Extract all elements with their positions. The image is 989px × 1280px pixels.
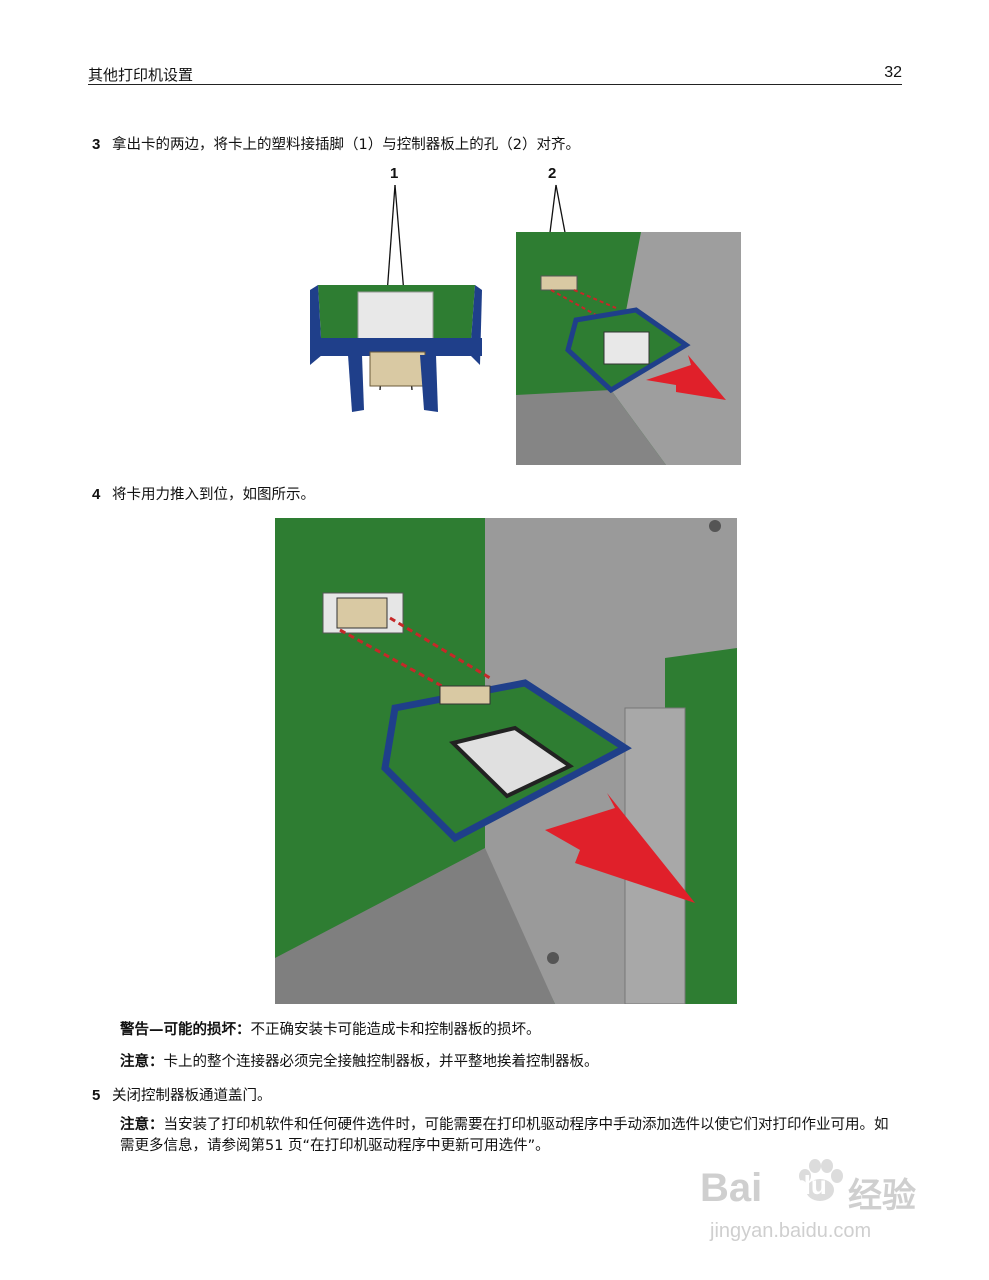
card-connector [439, 685, 491, 705]
step-text: 将卡用力推入到位，如图所示。 [112, 487, 315, 503]
note-text: 当安装了打印机软件和任何硬件选件时，可能需要在打印机驱动程序中手动添加选件以使它… [120, 1117, 889, 1154]
card-pin-right [420, 355, 438, 412]
step-text: 关闭控制器板通道盖门。 [112, 1088, 272, 1104]
step-number: 4 [92, 486, 101, 503]
warning-label: 警告—可能的损坏： [120, 1022, 251, 1038]
printer-frame-floor [275, 848, 555, 1004]
board-connector [336, 597, 388, 629]
card-insertion-illustration [275, 518, 737, 1004]
frame-hole [547, 952, 559, 964]
step-5: 5 关闭控制器板通道盖门。 [92, 1084, 272, 1105]
alignment-line [339, 628, 461, 698]
step-number: 3 [92, 136, 101, 153]
warning-note: 警告—可能的损坏：不正确安装卡可能造成卡和控制器板的损坏。 [120, 1020, 900, 1041]
baidu-watermark: Bai du 经验 jingyan.baidu.com [700, 1158, 940, 1258]
card-bracket-bottom [310, 338, 482, 356]
printer-frame-floor [516, 390, 666, 465]
alignment-line [550, 289, 597, 316]
note-label: 注意： [120, 1117, 164, 1133]
note-label: 注意： [120, 1054, 164, 1070]
step-text: 拿出卡的两边，将卡上的塑料接插脚（1）与控制器板上的孔（2）对齐。 [112, 137, 580, 153]
alignment-line [573, 289, 617, 309]
printer-frame [485, 518, 737, 1004]
page-number: 32 [884, 64, 902, 81]
page-header: 其他打印机设置 32 [88, 62, 902, 85]
push-arrow [545, 793, 695, 903]
step-4: 4 将卡用力推入到位，如图所示。 [92, 483, 315, 504]
frame-hole [709, 520, 721, 532]
card-pin-left [348, 355, 364, 412]
callout-2: 2 [548, 165, 557, 182]
watermark-brand: Bai [700, 1166, 763, 1210]
card-chip [357, 291, 434, 341]
note-text: 卡上的整个连接器必须完全接触控制器板，并平整地挨着控制器板。 [163, 1054, 599, 1070]
watermark-brand-cn: 经验 [848, 1177, 916, 1215]
step-number: 5 [92, 1087, 101, 1104]
card-chip [449, 725, 574, 799]
note-2: 注意：当安装了打印机软件和任何硬件选件时，可能需要在打印机驱动程序中手动添加选件… [120, 1115, 895, 1157]
controller-board-illustration [516, 184, 741, 465]
note-1: 注意：卡上的整个连接器必须完全接触控制器板，并平整地挨着控制器板。 [120, 1052, 900, 1073]
memory-card-illustration [310, 184, 482, 412]
step-3: 3 拿出卡的两边，将卡上的塑料接插脚（1）与控制器板上的孔（2）对齐。 [92, 133, 580, 154]
warning-text: 不正确安装卡可能造成卡和控制器板的损坏。 [250, 1022, 541, 1038]
card-chip [603, 331, 650, 365]
watermark-brand-du: du [795, 1170, 827, 1200]
board-connector [540, 275, 578, 291]
watermark-url: jingyan.baidu.com [710, 1220, 872, 1242]
callout-1: 1 [390, 165, 399, 182]
section-title: 其他打印机设置 [88, 66, 194, 84]
push-arrow [646, 355, 726, 400]
card-connector [369, 351, 426, 387]
paw-icon [799, 1159, 843, 1201]
